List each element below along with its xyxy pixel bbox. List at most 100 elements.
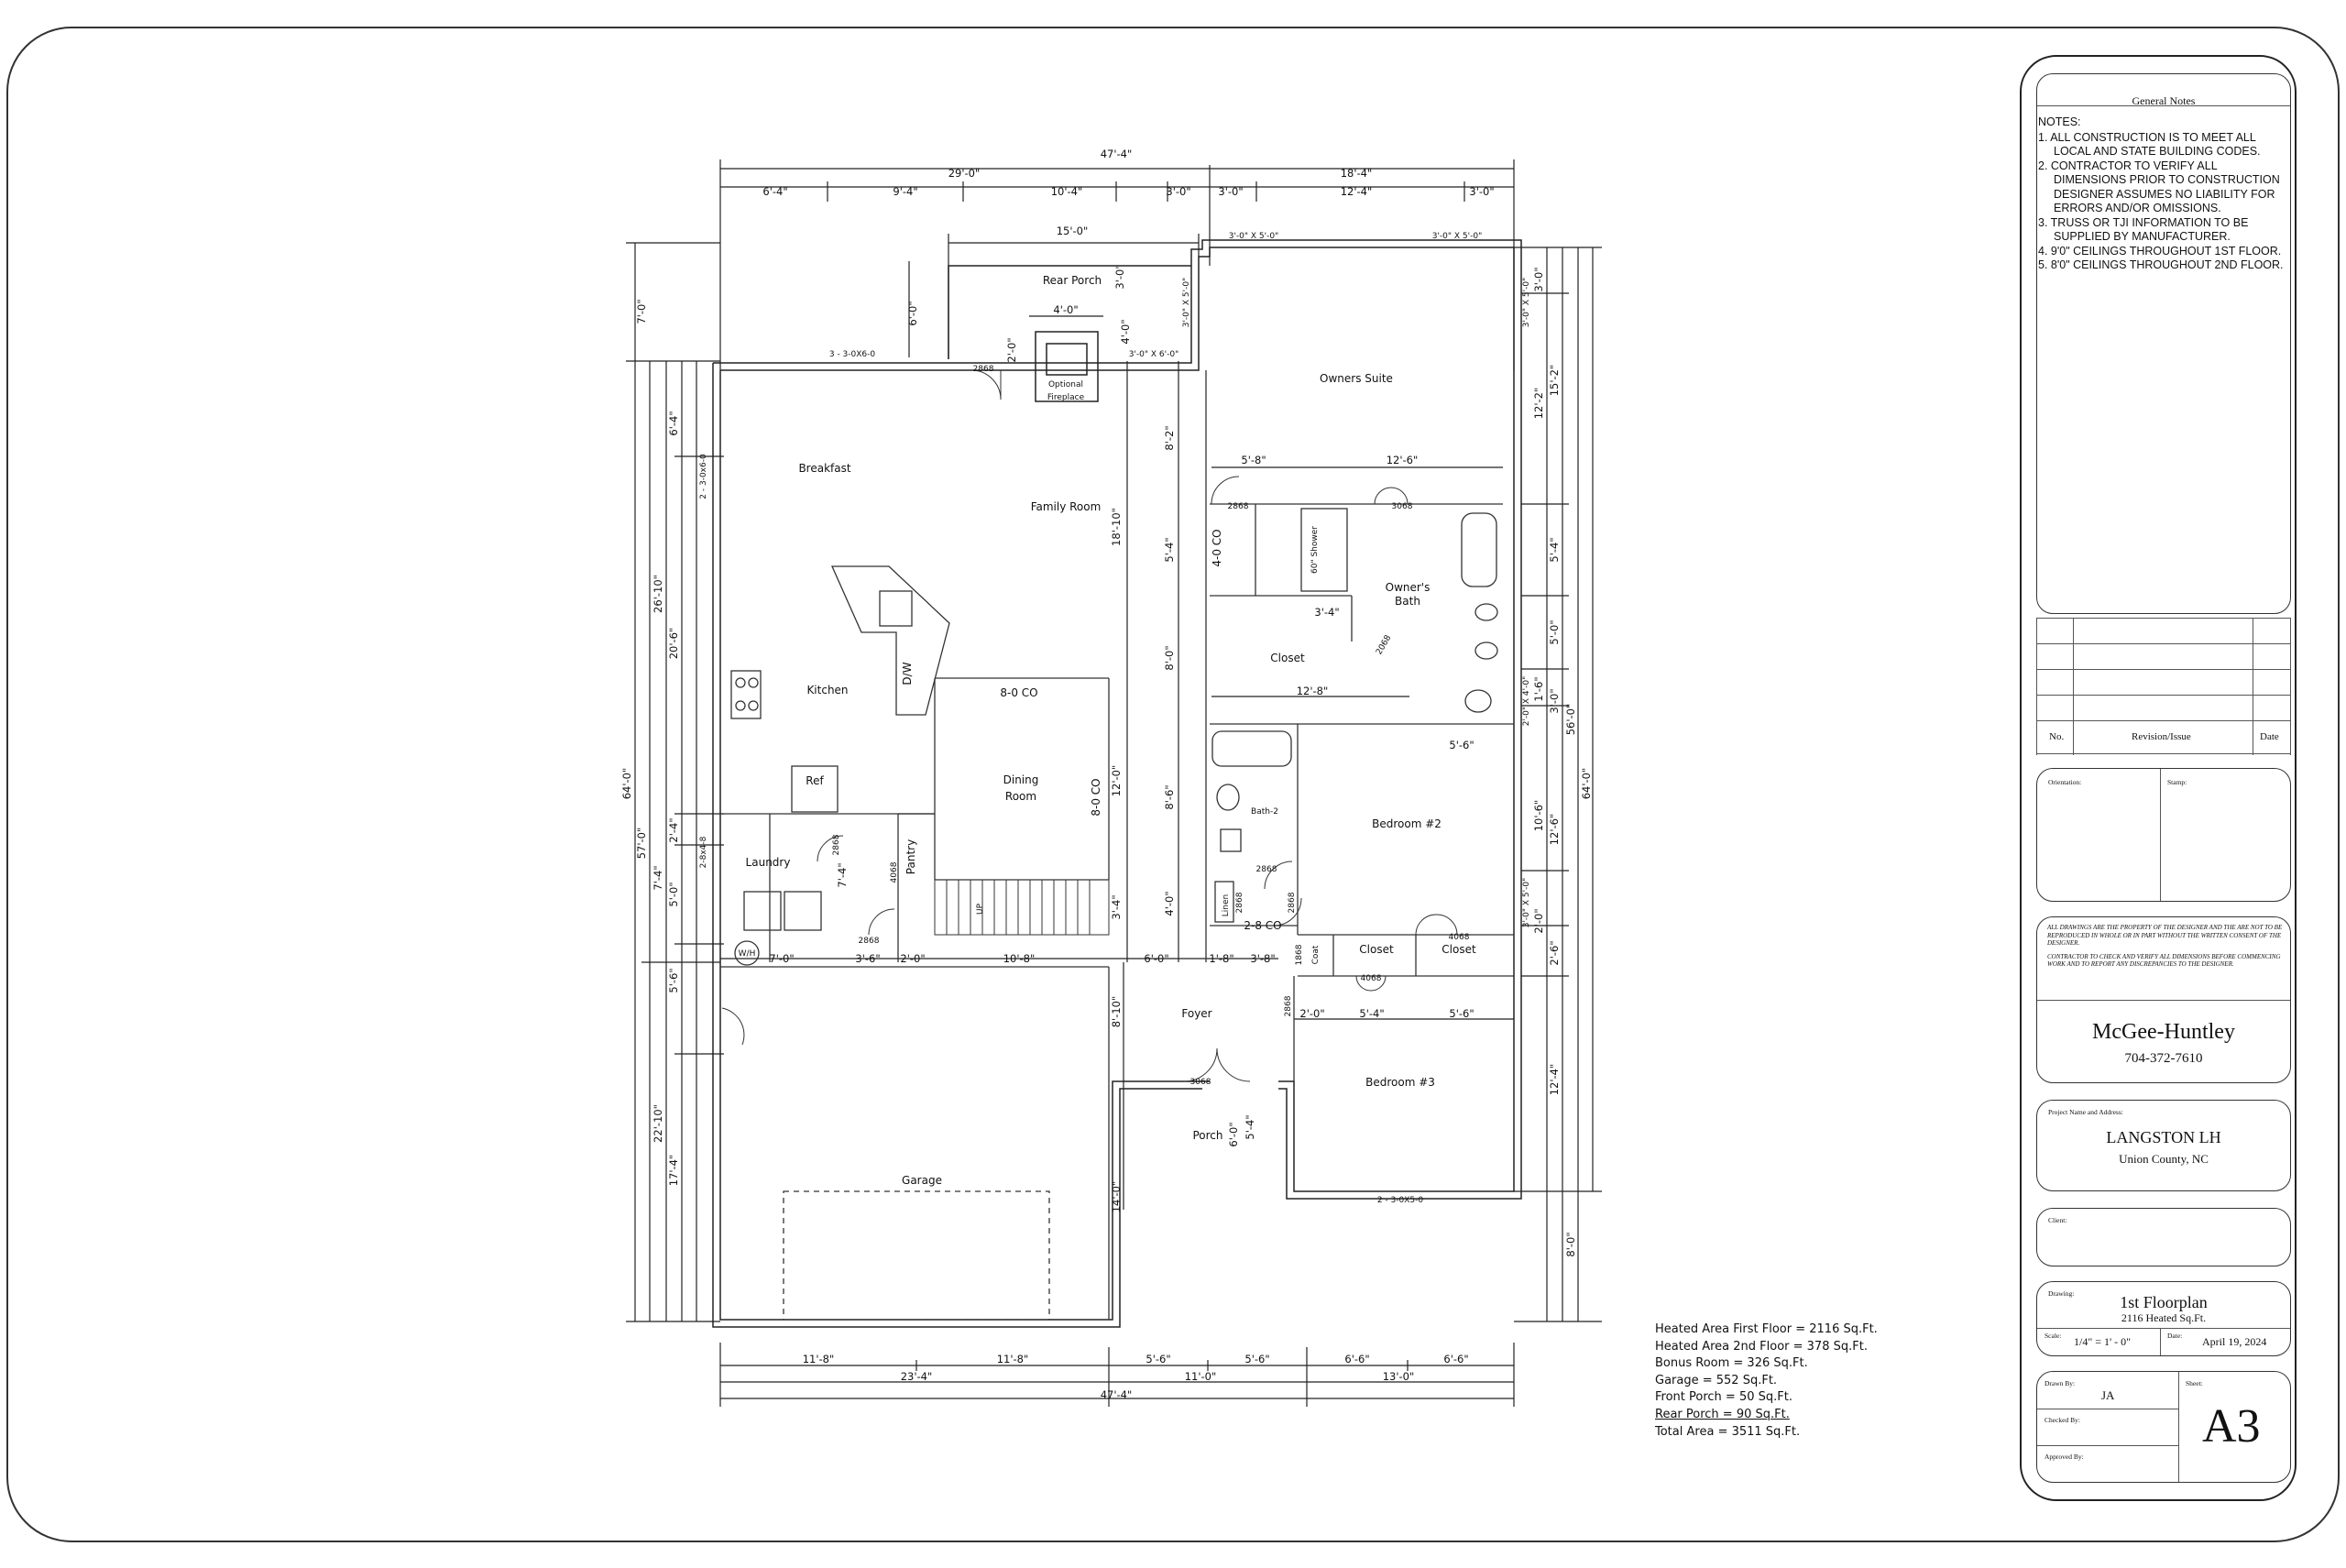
dim-top-e: 3'-0" [1218, 185, 1243, 198]
drawing-box: Drawing: 1st Floorplan 2116 Heated Sq.Ft… [2036, 1281, 2291, 1356]
tag-w-laundry: 2-8x4-8 [699, 836, 708, 868]
dim-right-12-2: 12'-2" [1532, 388, 1545, 420]
room-foyer: Foyer [1181, 1007, 1211, 1020]
designer-phone: 704-372-7610 [2124, 1051, 2203, 1066]
room-bath2: Bath-2 [1251, 807, 1278, 817]
dim-left-2-4: 2'-4" [667, 817, 680, 842]
area-heated-first: Heated Area First Floor = 2116 Sq.Ft. [1655, 1322, 1878, 1336]
room-rear-porch: Rear Porch [1043, 274, 1102, 287]
dim-top-b: 9'-4" [893, 185, 917, 198]
dim-h-6-0: 6'-0" [1144, 952, 1168, 965]
dimension-labels: 47'-4" 29'-0" 18'-4" 6'-4" 9'-4" 10'-4" … [620, 148, 1593, 1401]
interior-walls [720, 370, 1514, 1321]
tag-door-2868-e: 2868 [1256, 865, 1277, 874]
sheet-border [6, 27, 2340, 1542]
dim-bottom-e: 6'-6" [1344, 1353, 1369, 1365]
dim-top-d: 3'-0" [1166, 185, 1190, 198]
dim-right-12-6: 12'-6" [1548, 814, 1561, 846]
dishwasher-label: D/W [901, 662, 914, 685]
sheet-label: Sheet: [2186, 1379, 2203, 1387]
date-label: Date: [2167, 1332, 2183, 1340]
dim-right-12-4: 12'-4" [1548, 1064, 1561, 1096]
dim-left-overall: 64'-0" [620, 768, 633, 800]
general-notes-title: General Notes [2132, 94, 2196, 107]
room-pantry: Pantry [904, 839, 917, 874]
room-breakfast: Breakfast [798, 462, 850, 475]
dim-bottom-d: 5'-6" [1244, 1353, 1269, 1365]
fireplace-label-1: Optional [1048, 380, 1083, 389]
disclaimer-line-1: ALL DRAWINGS ARE THE PROPERTY OF THE DES… [2047, 924, 2283, 947]
area-total: Total Area = 3511 Sq.Ft. [1655, 1424, 1801, 1439]
dim-mid-4-0: 4'-0" [1163, 891, 1176, 916]
client-box: Client: [2036, 1208, 2291, 1266]
dim-h-5-4: 5'-4" [1359, 1007, 1384, 1020]
room-bedroom-3: Bedroom #3 [1365, 1076, 1435, 1089]
disclaimer: ALL DRAWINGS ARE THE PROPERTY OF THE DES… [2047, 924, 2286, 969]
dim-left-22-10: 22'-10" [652, 1104, 664, 1143]
dim-h-5-6: 5'-6" [1449, 1007, 1474, 1020]
project-name: LANGSTON LH [2106, 1128, 2221, 1146]
dim-bottom-c: 5'-6" [1146, 1353, 1170, 1365]
tag-door-2868-b: 2868 [1228, 502, 1249, 511]
dim-porch-depth: 6'-0" [906, 301, 919, 325]
dim-h-2-0: 2'-0" [900, 952, 925, 965]
dim-top-f: 12'-4" [1341, 185, 1373, 198]
room-laundry: Laundry [746, 856, 791, 869]
date-value: April 19, 2024 [2202, 1335, 2267, 1348]
room-bedroom-2: Bedroom #2 [1372, 817, 1442, 830]
drawing-label: Drawing: [2048, 1289, 2075, 1298]
area-heated-second: Heated Area 2nd Floor = 378 Sq.Ft. [1655, 1339, 1868, 1354]
drawn-by-value: JA [2101, 1388, 2115, 1402]
tag-w-rear-left: 3 - 3-0X6-0 [829, 350, 876, 359]
revision-date-header: Date [2260, 731, 2279, 742]
notes-heading: NOTES: [2038, 115, 2081, 128]
note-item-3: 3. TRUSS OR TJI INFORMATION TO BE SUPPLI… [2038, 215, 2249, 244]
dim-top-c: 10'-4" [1051, 185, 1083, 198]
linen-label: Linen [1222, 894, 1231, 916]
dim-mid-8-2: 8'-2" [1163, 425, 1176, 450]
dim-h-1-8: 1'-8" [1209, 952, 1233, 965]
drawing-subtitle: 2116 Heated Sq.Ft. [2121, 1311, 2207, 1324]
tag-door-4068-c: 4068 [1361, 974, 1382, 983]
tag-door-2868-d: 2868 [859, 937, 880, 946]
cased-opening-2-8: 2-8 CO [1244, 919, 1281, 932]
tag-door-2868-c: 2868 [832, 834, 841, 855]
room-family: Family Room [1031, 500, 1102, 513]
room-labels: Rear Porch Optional Fireplace Breakfast … [739, 274, 1476, 1187]
dim-left-7-4: 7'-4" [652, 865, 664, 890]
client-label: Client: [2048, 1216, 2067, 1224]
exterior-walls [712, 239, 1522, 1328]
drawn-by-label: Drawn By: [2045, 1379, 2076, 1387]
tag-w-suite-left: 3'-0" X 5'-0" [1182, 278, 1191, 328]
note-item-5: 5. 8'0" CEILINGS THROUGHOUT 2ND FLOOR. [2038, 258, 2284, 271]
dim-top-g: 3'-0" [1469, 185, 1494, 198]
area-garage: Garage = 552 Sq.Ft. [1655, 1373, 1778, 1387]
dim-right-1-6: 1'-6" [1532, 676, 1545, 701]
scale-value: 1/4" = 1' - 0" [2074, 1335, 2132, 1348]
room-owners-bath-1: Owner's [1386, 581, 1431, 594]
dim-mid-8-0: 8'-0" [1163, 645, 1176, 670]
tag-w-b3: 2 - 3-0X5-0 [1377, 1196, 1424, 1205]
dim-top-overall: 47'-4" [1101, 148, 1133, 160]
cased-opening-8-0: 8-0 CO [1000, 686, 1037, 699]
cased-opening-4-0: 4-0 CO [1211, 529, 1223, 566]
sheet-number: A3 [2202, 1400, 2261, 1453]
dim-fireplace-right: 3'-0" [1113, 264, 1126, 289]
note-item-4: 4. 9'0" CEILINGS THROUGHOUT 1ST FLOOR. [2038, 244, 2282, 258]
tag-w-breakfast: 2 - 3-0x6-0 [699, 454, 708, 499]
stairs [934, 879, 1110, 936]
dim-suite-12-6: 12'-6" [1387, 454, 1419, 466]
area-front-porch: Front Porch = 50 Sq.Ft. [1655, 1390, 1792, 1405]
shower-label: 60" Shower [1310, 526, 1320, 574]
tag-door-2868-g: 2868 [1288, 892, 1297, 913]
dim-bottom-b: 11'-8" [997, 1353, 1029, 1365]
dim-right-3-0b: 3'-0" [1548, 688, 1561, 713]
dim-mid-18-10: 18'-10" [1110, 508, 1123, 546]
dim-laundry-7-4: 7'-4" [836, 862, 849, 887]
checked-by-label: Checked By: [2045, 1416, 2080, 1424]
tag-door-2868-f: 2868 [1235, 892, 1244, 913]
tag-w-b2-right: 3'-0" X 5'-0" [1522, 878, 1531, 928]
orientation-stamp-box: Orientation: Stamp: [2036, 768, 2291, 902]
water-heater-label: W/H [739, 949, 756, 959]
tag-door-4068-a: 4068 [890, 861, 899, 883]
